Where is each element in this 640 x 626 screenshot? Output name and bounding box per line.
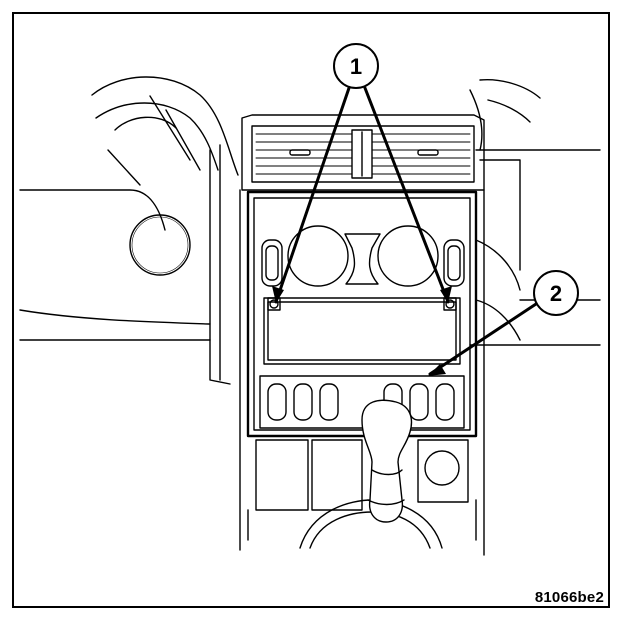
figure-frame (12, 12, 610, 608)
radio-opening (263, 297, 461, 365)
callout-1: 1 (272, 43, 452, 304)
screw-left (267, 297, 281, 311)
callout-1-label: 1 (350, 54, 362, 79)
shift-lever (361, 399, 413, 523)
upper-vent-housing (241, 114, 485, 191)
left-dash-outline (19, 76, 239, 385)
screw-right (443, 297, 457, 311)
left-vent-round (129, 214, 191, 276)
lower-console (247, 435, 477, 549)
callout-2: 2 (428, 270, 579, 376)
bezel-vents (261, 225, 465, 287)
callout-2-label: 2 (550, 281, 562, 306)
figure-reference-code: 81066be2 (534, 589, 604, 606)
